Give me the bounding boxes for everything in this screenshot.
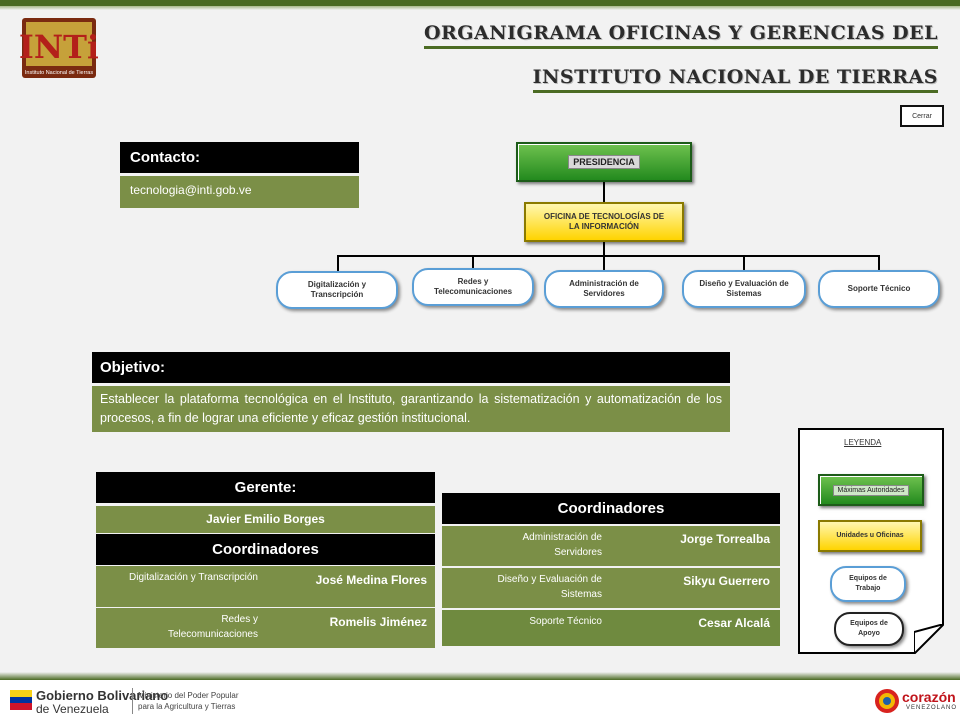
inti-logo: INTi Instituto Nacional de Tierras: [19, 14, 99, 84]
coordinator-name: José Medina Flores: [315, 573, 427, 587]
org-connector: [603, 242, 605, 256]
legend-folded-corner: [914, 624, 944, 654]
legend-item-authorities: Máximas Autoridades: [818, 474, 924, 506]
org-unit-servers: Administración de Servidores: [544, 270, 664, 308]
org-connector: [337, 255, 880, 257]
manager-name: Javier Emilio Borges: [96, 506, 435, 533]
svg-text:Instituto Nacional de Tierras: Instituto Nacional de Tierras: [25, 70, 93, 76]
legend-item-units: Unidades u Oficinas: [818, 520, 922, 552]
legend-panel: LEYENDA Máximas Autoridades Unidades u O…: [798, 428, 944, 654]
heart-logo-icon: [875, 689, 899, 713]
table-row: Soporte Técnico Cesar Alcalá: [442, 610, 780, 646]
org-unit-systems: Diseño y Evaluación de Sistemas: [682, 270, 806, 308]
gov-line-1: Gobierno Bolivariano: [36, 688, 169, 703]
contact-heading: Contacto:: [120, 142, 359, 173]
coordinator-area: Soporte Técnico: [529, 616, 602, 627]
org-connector: [337, 255, 339, 271]
coordinator-area: Redes y Telecomunicaciones: [167, 614, 258, 640]
org-unit-digitalization: Digitalización y Transcripción: [276, 271, 398, 309]
coordinator-name: Jorge Torrealba: [680, 532, 770, 546]
org-unit-networks: Redes y Telecomunicaciones: [412, 268, 534, 306]
org-connector: [472, 255, 474, 271]
coordinator-name: Romelis Jiménez: [329, 615, 427, 629]
org-connector: [603, 255, 605, 271]
coordinators-heading-left: Coordinadores: [96, 534, 435, 565]
coordinator-area: Digitalización y Transcripción: [129, 572, 258, 583]
footer: Gobierno Bolivariano de Venezuela Minist…: [0, 680, 960, 720]
coordinator-name: Sikyu Guerrero: [683, 574, 770, 588]
venezuela-flag-icon: [10, 690, 32, 710]
close-button[interactable]: Cerrar: [900, 105, 944, 127]
footer-divider: [132, 688, 133, 714]
table-row: Administración de Servidores Jorge Torre…: [442, 526, 780, 566]
ministry-line-2: para la Agricultura y Tierras: [138, 702, 236, 711]
table-row: Redes y Telecomunicaciones Romelis Jimén…: [96, 608, 435, 648]
org-connector: [878, 255, 880, 271]
coordinators-heading-right: Coordinadores: [442, 493, 780, 524]
org-connector: [743, 255, 745, 271]
legend-item-work-teams: Equipos de Trabajo: [830, 566, 906, 602]
legend-title: LEYENDA: [844, 438, 882, 447]
brand-subtext: VENEZOLANO: [906, 705, 958, 711]
page-title-line-2: INSTITUTO NACIONAL DE TIERRAS: [532, 66, 939, 93]
logo-text: INTi: [20, 28, 98, 66]
footer-band: [0, 672, 960, 680]
table-row: Digitalización y Transcripción José Medi…: [96, 566, 435, 607]
coordinator-name: Cesar Alcalá: [698, 616, 770, 630]
org-presidency: PRESIDENCIA: [516, 142, 692, 182]
objective-heading: Objetivo:: [92, 352, 730, 383]
header-fade: [0, 6, 960, 10]
ministry-line-1: Ministerio del Poder Popular: [138, 691, 239, 700]
org-office-it: OFICINA DE TECNOLOGÍAS DE LA INFORMACIÓN: [524, 202, 684, 242]
gov-line-2: de Venezuela: [36, 702, 109, 716]
table-row: Diseño y Evaluación de Sistemas Sikyu Gu…: [442, 568, 780, 608]
org-connector: [603, 182, 605, 202]
page-title-line-1: ORGANIGRAMA OFICINAS Y GERENCIAS DEL: [423, 22, 939, 49]
contact-email[interactable]: tecnologia@inti.gob.ve: [120, 176, 359, 208]
legend-item-support-teams: Equipos de Apoyo: [834, 612, 904, 646]
objective-text: Establecer la plataforma tecnológica en …: [92, 386, 730, 432]
coordinator-area: Diseño y Evaluación de Sistemas: [497, 574, 602, 600]
brand-text: corazón: [902, 689, 956, 705]
org-unit-support: Soporte Técnico: [818, 270, 940, 308]
coordinator-area: Administración de Servidores: [522, 532, 602, 558]
manager-heading: Gerente:: [96, 472, 435, 503]
header-green-band: [0, 0, 960, 6]
